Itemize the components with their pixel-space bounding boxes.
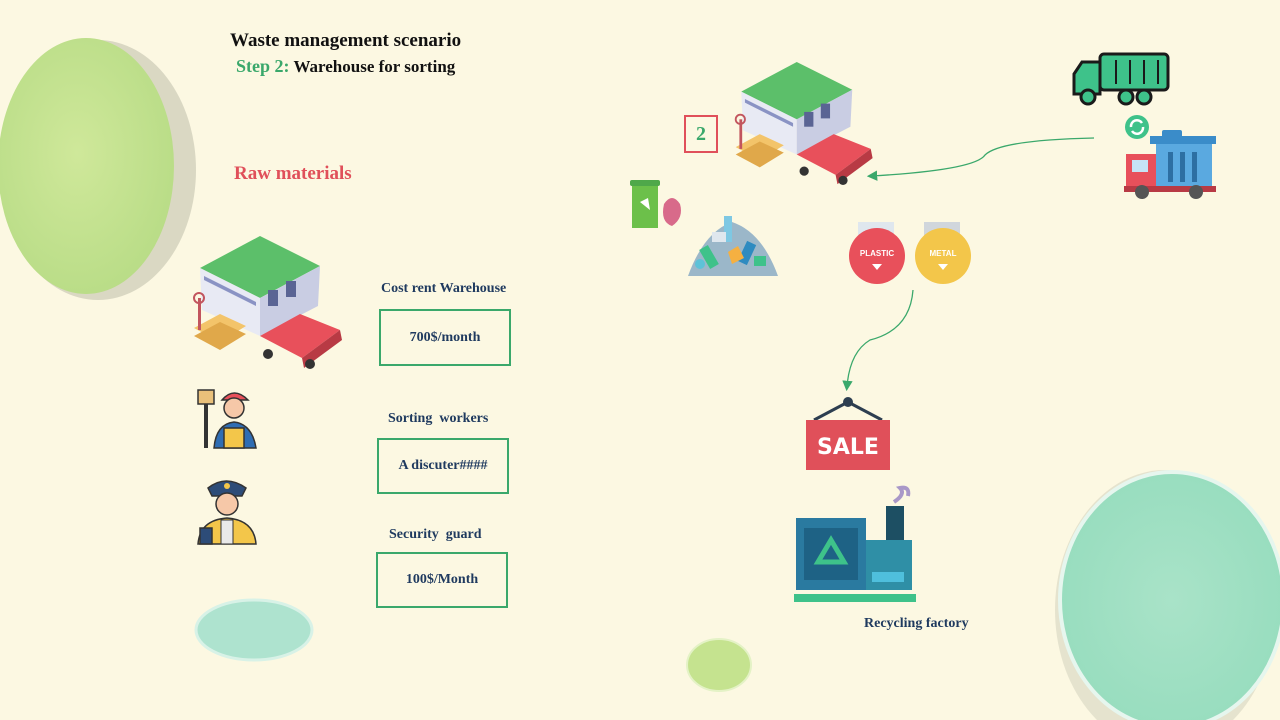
step-text: Warehouse for sorting <box>293 57 456 76</box>
sale-sign-text: SALE <box>817 435 879 460</box>
plastic-bin-icon: PLASTIC <box>849 222 905 284</box>
small-teal-oval <box>194 598 314 662</box>
step-prefix: Step 2: <box>236 56 290 76</box>
step-number-badge: 2 <box>684 115 718 153</box>
garbage-truck-icon <box>1072 52 1170 106</box>
sale-sign-icon: SALE <box>806 397 890 470</box>
metal-bin-icon: METAL <box>915 222 971 284</box>
small-green-circle <box>686 638 752 692</box>
arrow-truck-to-warehouse <box>866 137 1095 181</box>
sorting-worker-icon <box>197 389 257 449</box>
warehouse-truck-icon <box>193 236 342 369</box>
arrow-bins-to-sale <box>842 289 914 392</box>
bin-truck-icon <box>1124 130 1216 199</box>
trash-bin-bag-icon <box>630 180 681 228</box>
metal-bin-label: METAL <box>930 249 957 258</box>
sorting-workers-value: A discuter#### <box>377 438 509 494</box>
cost-warehouse-label: Cost rent Warehouse <box>381 281 507 296</box>
recycle-refresh-icon <box>1125 115 1149 139</box>
blob-top-left <box>0 38 174 294</box>
page-subtitle: Step 2: Warehouse for sorting <box>236 56 455 77</box>
recycling-factory-icon <box>794 485 916 602</box>
sorting-workers-label: Sorting workers <box>388 411 489 426</box>
security-guard-value: 100$/Month <box>376 552 508 608</box>
recycling-factory-label: Recycling factory <box>864 616 969 631</box>
waste-pile-icon <box>688 216 778 276</box>
warehouse-sorting-icon <box>734 61 873 185</box>
security-guard-label: Security guard <box>389 527 482 542</box>
page-title: Waste management scenario <box>230 30 462 51</box>
cost-warehouse-value: 700$/month <box>379 309 511 366</box>
plastic-bin-label: PLASTIC <box>860 249 894 258</box>
security-guard-icon <box>197 480 257 545</box>
raw-materials-heading: Raw materials <box>234 163 352 184</box>
blob-bottom-right <box>1058 470 1280 720</box>
